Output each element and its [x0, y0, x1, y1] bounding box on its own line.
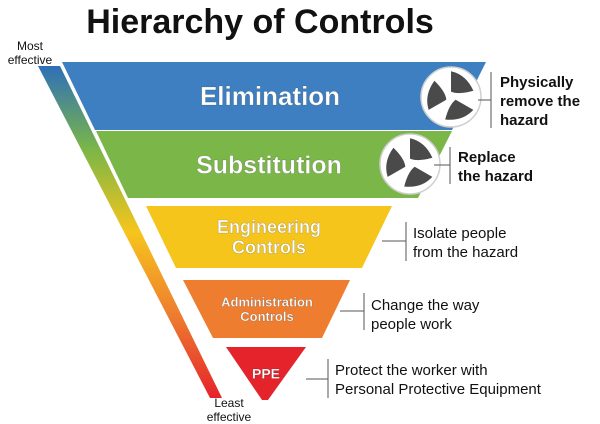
propeller-blade	[386, 147, 406, 177]
level-label: PPE	[252, 365, 280, 381]
propeller-blade	[404, 166, 433, 187]
level-label: Elimination	[200, 81, 340, 111]
propeller-hub	[447, 93, 455, 101]
propeller-hub	[406, 160, 414, 168]
effectiveness-arrow	[38, 66, 222, 398]
propeller-icon	[379, 133, 441, 195]
most-effective-label-line2: effective	[7, 53, 53, 67]
least-effective-label-line2: effective	[206, 410, 252, 424]
level-description: Isolate people from the hazard	[413, 224, 518, 262]
propeller-blade	[451, 71, 474, 94]
description-line: Isolate people	[413, 225, 507, 242]
level-2: Substitution	[96, 131, 452, 198]
level-description: Replace the hazard	[458, 148, 533, 186]
level-label: Controls	[232, 237, 306, 257]
description-line: remove the	[500, 93, 581, 110]
level-5: PPE	[226, 347, 329, 400]
level-description: Change the way people work	[371, 296, 479, 334]
least-effective-label: Least effective	[194, 396, 264, 424]
description-line: Physically	[500, 74, 574, 91]
level-band	[146, 206, 392, 268]
level-description: Physically remove the hazard	[500, 73, 580, 130]
most-effective-label: Most effective	[0, 39, 60, 67]
level-band	[226, 347, 306, 400]
most-effective-label-line1: Most	[16, 39, 43, 53]
level-band	[62, 62, 486, 130]
propeller-blade	[427, 80, 447, 110]
description-line: hazard	[500, 112, 549, 129]
level-label: Substitution	[196, 151, 342, 179]
level-band	[183, 280, 350, 338]
description-line: Replace	[458, 149, 516, 166]
description-line: Change the way	[371, 297, 480, 314]
level-label: Administration	[221, 294, 313, 309]
level-label: Engineering	[217, 217, 321, 237]
description-line: people work	[371, 316, 452, 333]
description-line: from the hazard	[413, 244, 519, 261]
propeller-blade	[410, 138, 433, 161]
level-1: Elimination	[62, 62, 492, 130]
page-title: Hierarchy of Controls	[86, 3, 434, 41]
description-line: the hazard	[458, 168, 534, 185]
propeller-blade	[445, 99, 474, 120]
description-line: Personal Protective Equipment	[335, 381, 541, 398]
least-effective-label-line1: Least	[214, 396, 244, 410]
level-band	[96, 131, 452, 198]
propeller-icon	[420, 66, 482, 128]
level-label: Controls	[240, 309, 293, 324]
description-line: Protect the worker with	[335, 362, 488, 379]
